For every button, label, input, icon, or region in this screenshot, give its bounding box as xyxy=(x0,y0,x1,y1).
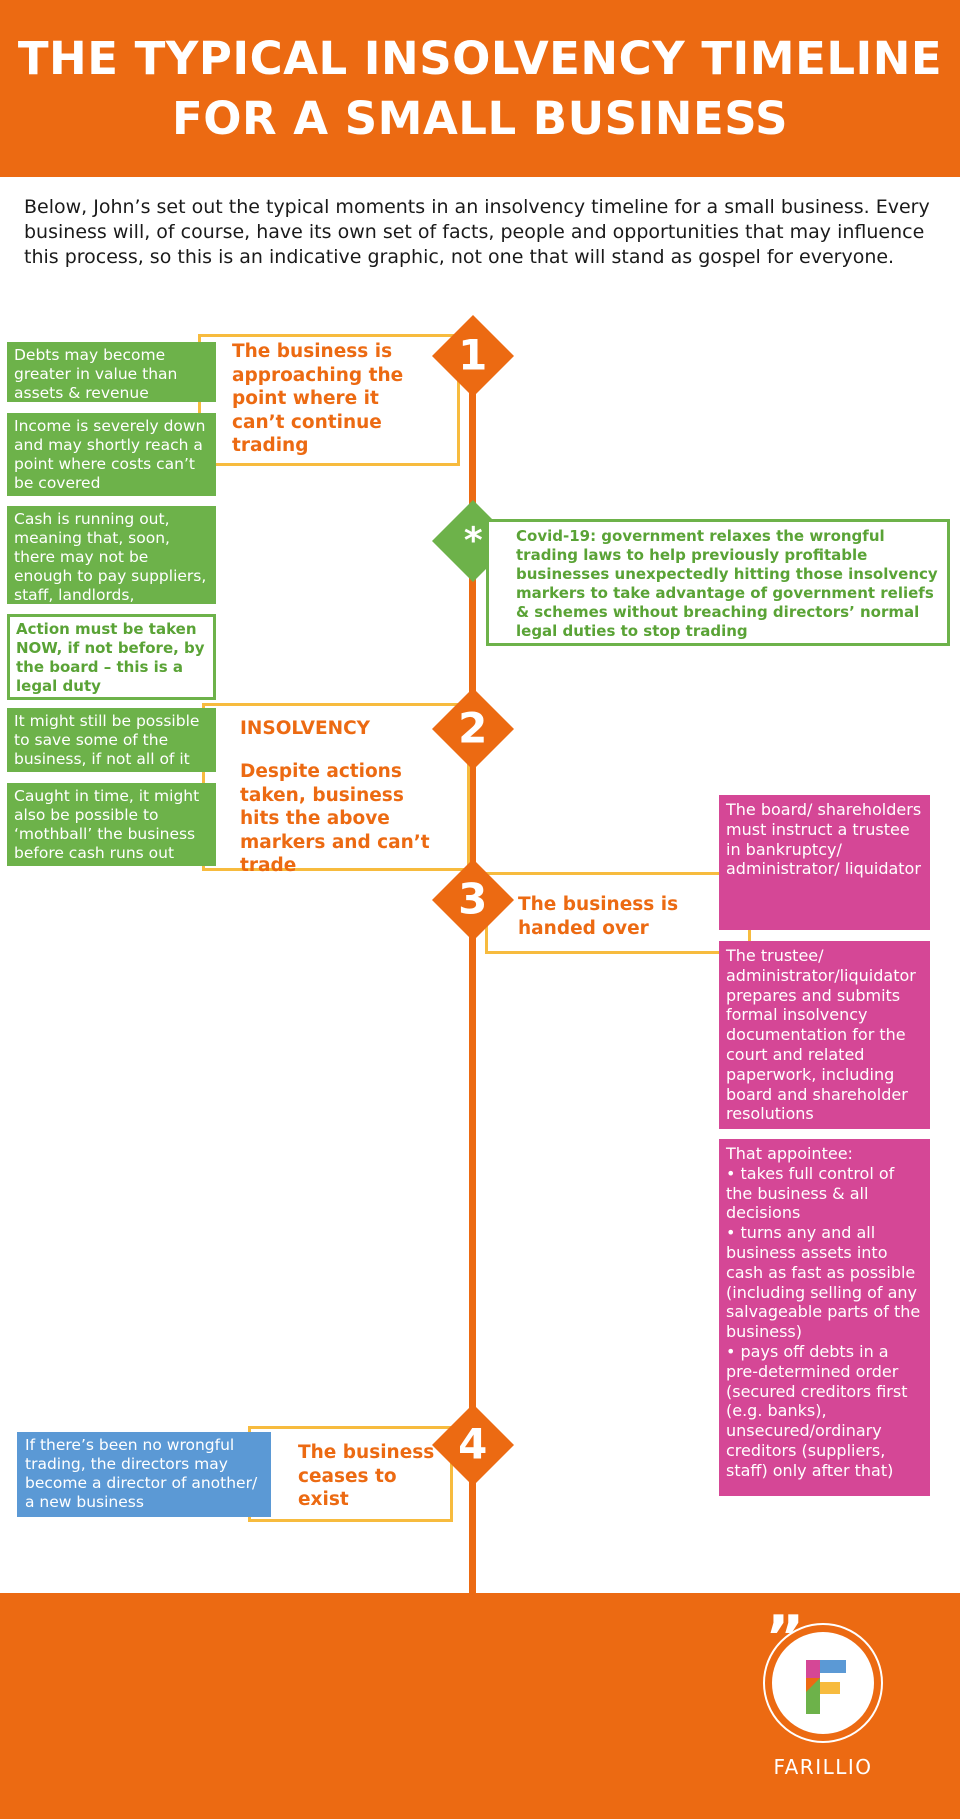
stage-4-number: 4 xyxy=(458,1419,488,1469)
stage-1-note-2: Income is severely down and may shortly … xyxy=(7,413,216,496)
stage-4-note-1: If there’s been no wrongful trading, the… xyxy=(17,1432,271,1517)
intro-paragraph: Below, John’s set out the typical moment… xyxy=(24,196,930,268)
logo-f-icon xyxy=(806,1660,846,1714)
farillio-logo: F xyxy=(772,1632,874,1734)
page-title: THE TYPICAL INSOLVENCY TIMELINE FOR A SM… xyxy=(18,29,942,149)
stage-2-number: 2 xyxy=(458,703,488,753)
stage-1-number: 1 xyxy=(458,330,488,380)
covid-note: Covid-19: government relaxes the wrongfu… xyxy=(486,519,950,646)
stage-3-text: The business is handed over xyxy=(518,894,679,939)
logo-quote-mark: ” xyxy=(765,1603,805,1673)
header-banner: THE TYPICAL INSOLVENCY TIMELINE FOR A SM… xyxy=(0,0,960,177)
stage-3-number: 3 xyxy=(458,874,488,924)
appointee-bullet-1: • takes full control of the business & a… xyxy=(726,1163,895,1223)
stage-1-note-1: Debts may become greater in value than a… xyxy=(7,342,216,402)
title-line-2: FOR A SMALL BUSINESS xyxy=(171,91,788,145)
covid-asterisk: * xyxy=(463,519,483,561)
timeline-line xyxy=(469,330,476,1600)
appointee-intro: That appointee: xyxy=(726,1144,853,1163)
appointee-bullet-3: • pays off debts in a pre-determined ord… xyxy=(726,1341,908,1480)
brand-name: FARILLIO xyxy=(773,1755,873,1779)
stage-4-text: The business ceases to exist xyxy=(298,1442,435,1510)
stage-1-legal-duty-note: Action must be taken NOW, if not before,… xyxy=(7,614,216,700)
stage-3-note-2: The trustee/ administrator/liquidator pr… xyxy=(719,941,930,1129)
stage-3-appointee-note: That appointee: • takes full control of … xyxy=(719,1139,930,1496)
stage-2-heading: INSOLVENCY xyxy=(240,718,371,739)
stage-2-note-2: Caught in time, it might also be possibl… xyxy=(7,783,216,866)
stage-2-text: Despite actions taken, business hits the… xyxy=(240,761,430,876)
stage-2-note-1: It might still be possible to save some … xyxy=(7,708,216,772)
title-line-1: THE TYPICAL INSOLVENCY TIMELINE xyxy=(17,31,943,85)
stage-1-note-3: Cash is running out, meaning that, soon,… xyxy=(7,506,216,623)
appointee-bullet-2: • turns any and all business assets into… xyxy=(726,1223,921,1342)
stage-3-note-1: The board/ shareholders must instruct a … xyxy=(719,795,930,930)
logo-ring xyxy=(763,1623,883,1743)
stage-1-text: The business is approaching the point wh… xyxy=(232,341,404,456)
